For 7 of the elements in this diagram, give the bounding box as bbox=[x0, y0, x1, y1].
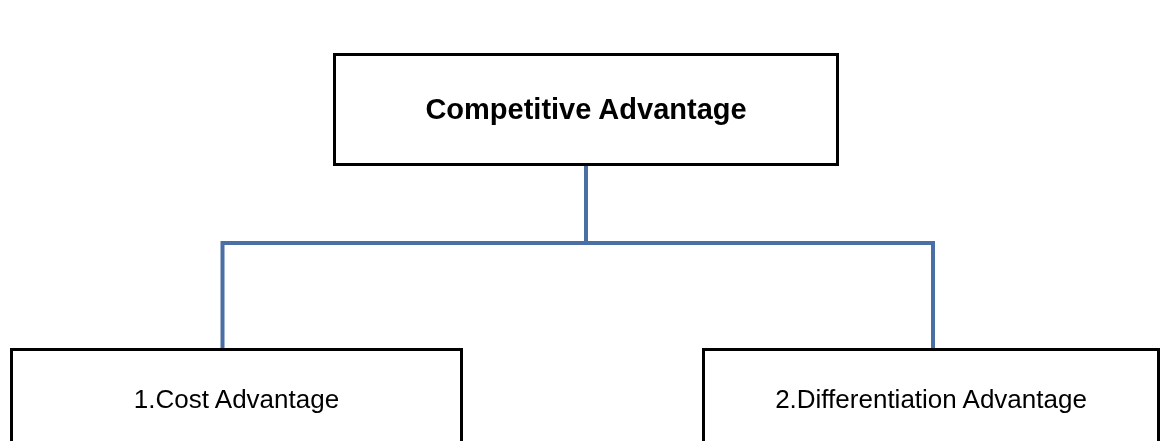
connector-line bbox=[584, 166, 935, 348]
hierarchy-box bbox=[702, 348, 1160, 441]
box-label: 1.Cost Advantage bbox=[133, 383, 340, 416]
box-label: Competitive Advantage bbox=[425, 91, 747, 127]
hierarchy-box bbox=[10, 348, 463, 441]
hierarchy-box bbox=[333, 53, 839, 166]
box-label: 2.Differentiation Advantage bbox=[775, 383, 1087, 416]
